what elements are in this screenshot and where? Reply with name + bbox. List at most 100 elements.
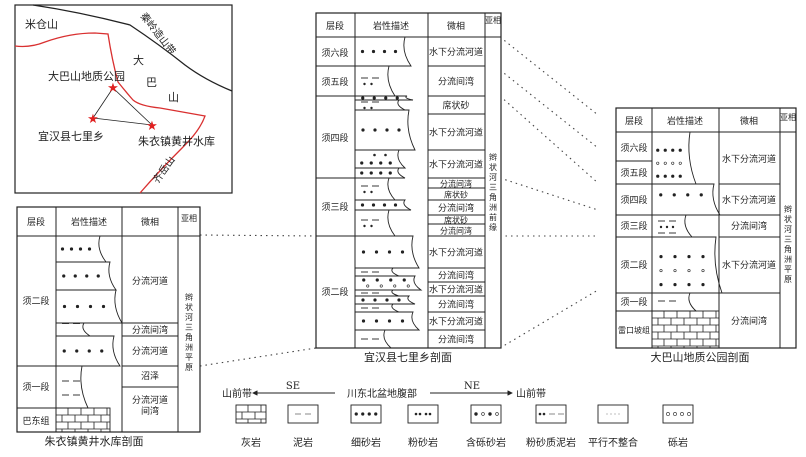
label-shan: 山 <box>168 91 179 104</box>
lith-dot <box>678 148 682 152</box>
lith-bed <box>355 275 423 291</box>
star-icon: ★ <box>87 112 99 127</box>
lith-dot <box>374 412 378 416</box>
microfacies-label: 分流间湾 <box>440 226 472 236</box>
star-icon: ★ <box>107 81 119 96</box>
lith-dot <box>373 298 377 302</box>
conglomerate-swatch <box>662 404 694 424</box>
label-zhuyi: 朱衣镇黄井水库 <box>138 134 215 148</box>
siltstone-swatch <box>407 404 439 424</box>
lithology-column <box>651 131 723 349</box>
lith-bed <box>355 167 406 179</box>
microfacies-label: 水下分流河道 <box>722 153 776 165</box>
label-da: 大 <box>133 53 144 67</box>
microfacies-label: 分流间湾 <box>731 220 767 232</box>
lith-dot <box>672 193 676 197</box>
lith-dot <box>360 49 365 54</box>
lith-bed <box>355 235 420 269</box>
lith-dot <box>385 298 389 302</box>
lith-dot <box>424 412 428 416</box>
lith-dot <box>62 274 66 278</box>
lith-dot <box>362 278 366 282</box>
lith-dot <box>75 304 80 309</box>
lith-dot <box>361 128 365 132</box>
connect-line <box>92 87 114 119</box>
lith-dot <box>656 174 660 178</box>
lith-bed <box>652 236 723 294</box>
label-dabashan-park: 大巴山地质公园 <box>48 69 125 83</box>
section-title-left: 朱衣镇黄井水库剖面 <box>45 434 144 448</box>
microfacies-label: 分流间湾 <box>440 179 472 189</box>
lith-dot <box>402 278 406 282</box>
legend-item-conglomerate: 砾岩 <box>662 404 694 449</box>
qinling-orogen-line <box>32 4 233 92</box>
lith-dot <box>363 224 366 228</box>
microfacies-label: 分流间湾 <box>438 76 474 88</box>
lith-dot <box>673 283 677 287</box>
lith-dot <box>671 161 675 165</box>
header-micro: 微相 <box>141 216 159 228</box>
lith-bed <box>355 199 412 211</box>
lith-dot <box>656 161 660 165</box>
microfacies-label: 分流间湾 <box>438 202 474 214</box>
limestone-block <box>55 407 111 433</box>
label-micang: 米仓山 <box>25 17 58 31</box>
lith-dot <box>538 412 542 416</box>
connect-line <box>92 117 153 126</box>
lith-dot <box>363 190 366 194</box>
location-map: ★ ★ ★ 米仓山 秦岭造山带 大 巴 山 大巴山地质公园 宜汉县七里乡 朱衣镇… <box>14 4 233 194</box>
pebbly-sandstone-swatch <box>470 404 502 424</box>
lith-dot <box>542 412 546 416</box>
lith-dot <box>701 269 705 273</box>
legend-label: 平行不整合 <box>588 436 638 449</box>
lith-dot <box>369 161 373 165</box>
legend-label: 灰岩 <box>241 436 261 449</box>
lith-dot <box>361 298 365 302</box>
microfacies-label: 沼泽 <box>141 371 159 382</box>
lith-dot <box>393 203 398 207</box>
direction-left-end: 山前带 <box>222 387 252 400</box>
lith-bed <box>355 311 421 331</box>
lith-dot <box>400 319 405 323</box>
microfacies-label: 席状砂 <box>444 215 468 225</box>
layer-label: 须五段 <box>321 76 348 88</box>
label-ba: 巴 <box>146 76 157 89</box>
lith-dot <box>387 250 392 254</box>
lith-dot <box>659 225 663 229</box>
layer-label: 须二段 <box>22 295 49 307</box>
header-lith: 岩性描述 <box>667 115 703 127</box>
lith-dot <box>60 247 65 251</box>
microfacies-label: 分流间湾 <box>132 324 168 336</box>
lith-dot <box>374 319 379 323</box>
lith-dot <box>101 304 106 309</box>
section-left: 层段 岩性描述 微相 亚相 须二段 须一段 巴东组 分流河道 分流间湾 分流河道… <box>16 206 201 448</box>
lithology-column <box>355 36 423 349</box>
microfacies-label: 水下分流河道 <box>722 194 776 206</box>
lith-bed <box>355 329 393 349</box>
lith-dot <box>372 96 376 100</box>
microfacies-label: 水下分流河道 <box>429 127 483 139</box>
lith-dot <box>75 349 79 353</box>
lith-dot <box>701 255 705 259</box>
lith-dot <box>361 250 366 254</box>
lith-dot <box>389 278 393 282</box>
mudstone-swatch <box>287 404 319 424</box>
lith-dot <box>663 161 667 165</box>
lith-dot <box>371 203 376 207</box>
legend-label: 细砂岩 <box>351 436 381 449</box>
fine-sandstone-swatch <box>350 404 382 424</box>
header-layer: 层段 <box>27 216 45 228</box>
lith-dot <box>395 96 399 100</box>
microfacies-label: 水下分流河道 <box>722 259 776 271</box>
lith-dot <box>393 49 398 54</box>
star-icon: ★ <box>146 119 158 134</box>
layer-label: 须五段 <box>620 167 647 179</box>
microfacies-label: 分流河道 <box>132 345 168 357</box>
lith-dot <box>366 284 370 288</box>
lith-dot <box>400 250 405 254</box>
legend-item-pebbly-sandstone: 含砾砂岩 <box>466 404 506 449</box>
lith-bed <box>355 295 416 305</box>
lith-dot <box>686 193 690 197</box>
lith-bed <box>355 149 407 169</box>
